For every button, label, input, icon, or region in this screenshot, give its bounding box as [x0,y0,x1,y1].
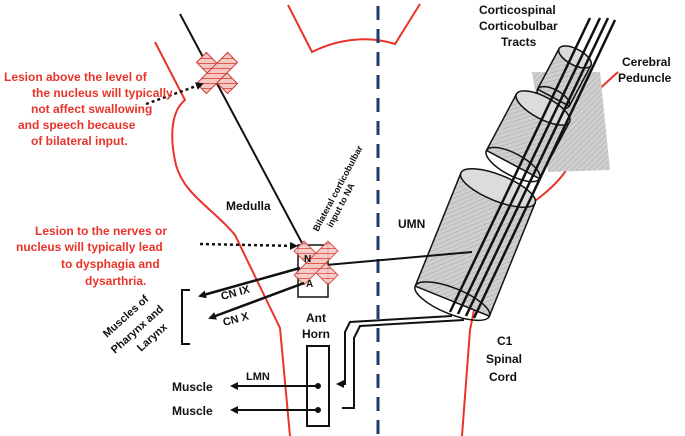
ant-horn-label-2: Horn [302,327,330,341]
lower-lesion-annotation: Lesion to the nerves or nucleus will typ… [16,224,167,288]
upper-lesion-pointer [145,82,204,106]
c1-label-1: C1 [497,334,513,348]
corticobulbar-fiber [179,13,311,259]
peduncle-label-1: Cerebral [622,55,671,69]
muscle-label-2: Muscle [172,404,213,418]
c1-label-3: Cord [489,370,517,384]
tracts-label-1: Corticospinal [479,3,556,17]
upper-lesion-cross [195,51,239,95]
cn-ix-label: CN IX [220,284,252,303]
lmn-label: LMN [246,371,270,383]
upper-lesion-line-3: not affect swallowing [31,102,152,116]
tracts-label-2: Corticobulbar [479,19,558,33]
lower-lesion-pointer [199,241,298,250]
peduncle-label-2: Peduncle [618,71,672,85]
lower-lesion-cross [293,240,339,286]
ant-horn-label-1: Ant [306,311,326,325]
upper-lesion-line-5: of bilateral input. [31,134,128,148]
brainstem-left-outline [154,41,291,436]
upper-lesion-line-1: Lesion above the level of [4,70,148,84]
muscle-label-1: Muscle [172,380,213,394]
lower-lesion-line-1: Lesion to the nerves or [35,224,167,238]
muscles-bracket [181,289,190,345]
cn-ix-arrow [198,266,301,299]
c1-label-2: Spinal [486,352,522,366]
lmn-cell-2 [315,407,321,413]
cn-x-arrow [208,281,305,320]
lmn-cell-1 [315,383,321,389]
upper-lesion-line-4: and speech because [18,118,136,132]
lower-lesion-line-4: dysarthria. [85,274,146,288]
upper-lesion-annotation: Lesion above the level of the nucleus wi… [4,70,173,148]
medulla-label: Medulla [226,199,271,213]
descending-to-ant-horn [336,315,465,409]
umn-fiber [314,251,473,267]
lower-lesion-line-2: nucleus will typically lead [16,240,163,254]
nucleus-mark-n: N [304,254,311,265]
tract-fibers [448,17,617,319]
lower-lesion-line-3: to dysphagia and [61,257,160,271]
tracts-label-3: Tracts [501,35,537,49]
umn-label: UMN [398,217,425,231]
nucleus-mark-a: A [306,279,313,290]
upper-lesion-line-2: the nucleus will typically [32,86,173,100]
fourth-ventricle-outline [287,3,421,54]
